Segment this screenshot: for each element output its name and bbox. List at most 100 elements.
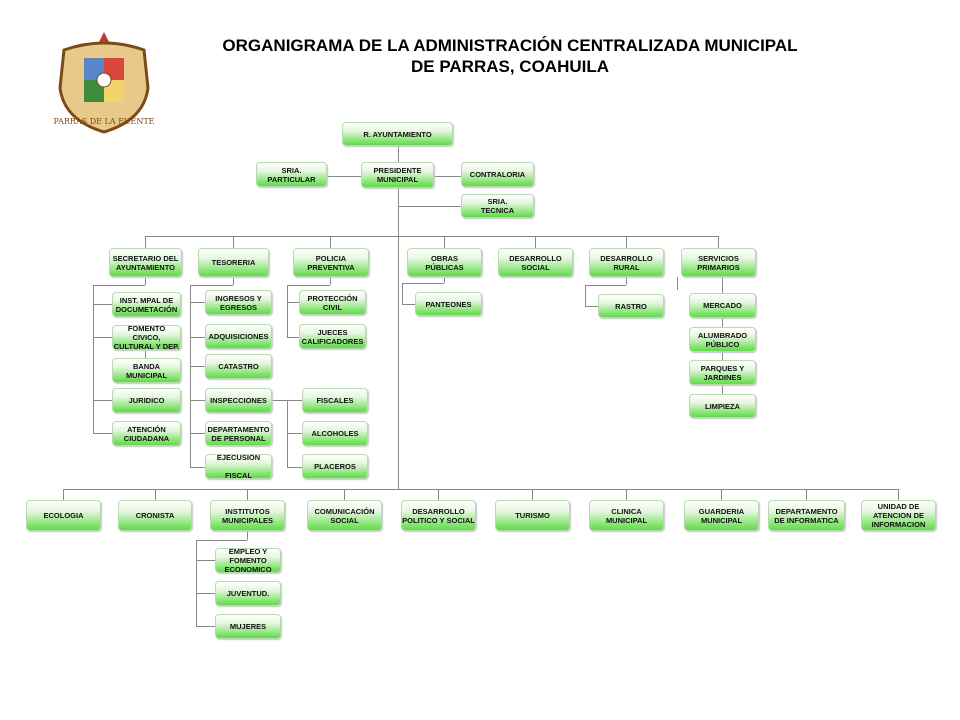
- connector-line: [626, 236, 627, 248]
- connector-line: [196, 540, 197, 626]
- connector-line: [190, 400, 205, 401]
- connector-line: [330, 277, 331, 285]
- node-presidente-municipal: PRESIDENTE MUNICIPAL: [361, 162, 434, 188]
- node-mujeres: MUJERES: [215, 614, 281, 639]
- node-juventud: JUVENTUD.: [215, 581, 281, 606]
- node-ecologia: ECOLOGIA: [26, 500, 101, 531]
- connector-line: [721, 489, 722, 500]
- node-comunicacion-social: COMUNICACIÓN SOCIAL: [307, 500, 382, 531]
- node-obras-publicas: OBRAS PÚBLICAS: [407, 248, 482, 277]
- node-tesoreria: TESORERIA: [198, 248, 269, 277]
- connector-line: [402, 283, 403, 304]
- node-guarderia-municipal: GUARDERIA MUNICIPAL: [684, 500, 759, 531]
- node-proteccion-civil: PROTECCIÓN CIVIL: [299, 290, 366, 315]
- connector-line: [233, 236, 234, 248]
- connector-line: [287, 433, 302, 434]
- node-catastro: CATASTRO: [205, 354, 272, 379]
- connector-line: [190, 467, 205, 468]
- connector-line: [898, 489, 899, 500]
- node-turismo: TURISMO: [495, 500, 570, 531]
- chart-title-line1: ORGANIGRAMA DE LA ADMINISTRACIÓN CENTRAL…: [222, 36, 798, 55]
- connector-line: [93, 285, 94, 433]
- connector-line: [196, 560, 215, 561]
- connector-line: [190, 433, 205, 434]
- connector-line: [535, 236, 536, 248]
- connector-line: [402, 304, 415, 305]
- connector-line: [330, 236, 331, 248]
- connector-line: [287, 337, 299, 338]
- connector-line: [190, 302, 205, 303]
- connector-line: [438, 489, 439, 500]
- node-policia-preventiva: POLICIA PREVENTIVA: [293, 248, 369, 277]
- node-empleo-fomento-economico: EMPLEO Y FOMENTO ECONOMICO: [215, 547, 281, 574]
- node-ejecucion-fiscal: EJECUSION FISCAL: [205, 453, 272, 480]
- connector-line: [93, 285, 145, 286]
- node-limpieza: LIMPIEZA: [689, 394, 756, 418]
- node-secretario-ayuntamiento: SECRETARIO DEL AYUNTAMIENTO: [109, 248, 182, 277]
- node-servicios-primarios: SERVICIOS PRIMARIOS: [681, 248, 756, 277]
- connector-line: [532, 489, 533, 500]
- connector-line: [196, 593, 215, 594]
- node-institutos-municipales: INSTITUTOS MUNICIPALES: [210, 500, 285, 531]
- connector-line: [145, 236, 718, 237]
- connector-line: [626, 277, 627, 285]
- node-ingresos-egresos: INGRESOS Y EGRESOS: [205, 290, 272, 315]
- connector-line: [287, 285, 330, 286]
- connector-line: [806, 489, 807, 500]
- connector-line: [93, 304, 112, 305]
- connector-line: [196, 626, 215, 627]
- connector-line: [718, 236, 719, 248]
- connector-line: [402, 283, 444, 284]
- connector-line: [145, 350, 146, 358]
- connector-line: [233, 277, 234, 285]
- node-clinica-municipal: CLINICA MUNICIPAL: [589, 500, 664, 531]
- connector-line: [63, 489, 898, 490]
- node-alumbrado-publico: ALUMBRADO PÚBLICO: [689, 327, 756, 352]
- connector-line: [93, 400, 112, 401]
- node-departamento-personal: DEPARTAMENTO DE PERSONAL: [205, 421, 272, 446]
- node-rastro: RASTRO: [598, 294, 664, 318]
- node-unidad-atencion-informacion: UNIDAD DE ATENCION DE INFORMACION: [861, 500, 936, 531]
- parras-coat-of-arms-logo: PARRAS DE LA FUENTE: [53, 32, 155, 134]
- node-inst-mpal-documentacion: INST. MPAL DE DOCUMETACIÓN: [112, 292, 181, 317]
- node-juridico: JURIDICO: [112, 388, 181, 413]
- connector-line: [155, 489, 156, 500]
- node-desarrollo-rural: DESARROLLO RURAL: [589, 248, 664, 277]
- node-placeros: PLACEROS: [302, 454, 368, 479]
- node-sria-particular: SRIA. PARTICULAR: [256, 162, 327, 187]
- connector-line: [145, 236, 146, 248]
- node-fiscales: FISCALES: [302, 388, 368, 413]
- connector-line: [585, 306, 598, 307]
- node-jueces-calificadores: JUECES CALIFICADORES: [299, 324, 366, 349]
- connector-line: [398, 206, 461, 207]
- connector-line: [287, 467, 302, 468]
- node-desarrollo-politico-social: DESARROLLO POLITICO Y SOCIAL: [401, 500, 476, 531]
- connector-line: [190, 285, 191, 467]
- connector-line: [247, 531, 248, 540]
- node-inspecciones: INSPECCIONES: [205, 388, 272, 413]
- chart-title-line2: DE PARRAS, COAHUILA: [410, 57, 610, 76]
- node-desarrollo-social: DESARROLLO SOCIAL: [498, 248, 573, 277]
- connector-line: [287, 285, 288, 337]
- connector-line: [444, 277, 445, 283]
- connector-line: [93, 433, 112, 434]
- node-fomento-civico: FOMENTO CIVICO, CULTURAL Y DEP.: [112, 324, 181, 351]
- node-cronista: CRONISTA: [118, 500, 192, 531]
- connector-line: [190, 337, 205, 338]
- node-atencion-ciudadana: ATENCIÓN CIUDADANA: [112, 421, 181, 446]
- connector-line: [247, 489, 248, 500]
- connector-line: [398, 146, 399, 489]
- connector-line: [585, 285, 586, 306]
- svg-text:PARRAS DE LA FUENTE: PARRAS DE LA FUENTE: [53, 117, 154, 126]
- node-r-ayuntamiento: R. AYUNTAMIENTO: [342, 122, 453, 146]
- node-parques-jardines: PARQUES Y JARDINES: [689, 360, 756, 385]
- node-contraloria: CONTRALORIA: [461, 162, 534, 187]
- node-mercado: MERCADO: [689, 293, 756, 318]
- node-departamento-informatica: DEPARTAMENTO DE INFORMATICA: [768, 500, 845, 531]
- node-sria-tecnica: SRIA. TECNICA: [461, 194, 534, 218]
- connector-line: [344, 489, 345, 500]
- node-alcoholes: ALCOHOLES: [302, 421, 368, 446]
- connector-line: [585, 285, 626, 286]
- connector-line: [63, 489, 64, 500]
